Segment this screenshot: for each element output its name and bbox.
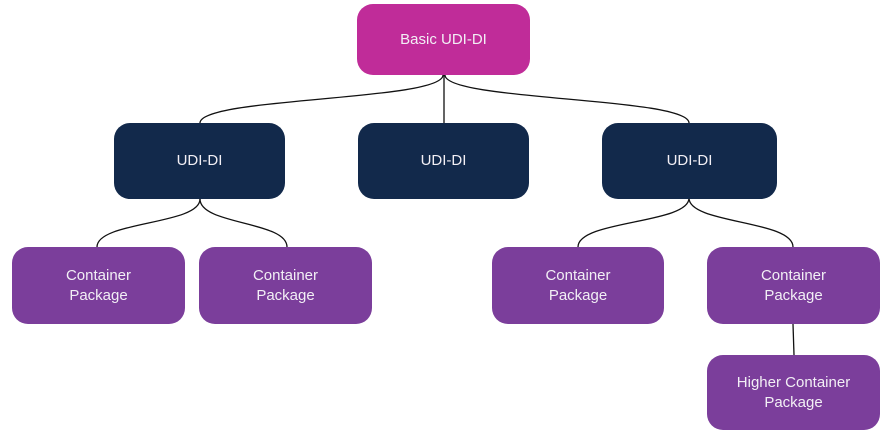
node-udi-di-2-label: UDI-DI — [420, 152, 467, 169]
node-udi-di-3-label: UDI-DI — [666, 152, 713, 169]
node-basic-udi-di-label: Basic UDI-DI — [400, 30, 487, 48]
connector-udi3-to-cp4 — [688, 197, 794, 248]
node-container-package-4: Container Package — [707, 247, 880, 324]
node-container-package-1: Container Package — [12, 247, 185, 324]
node-container-package-4-label: Container Package — [760, 266, 827, 304]
node-higher-container-package-label: Higher Container Package — [736, 373, 851, 411]
node-container-package-2: Container Package — [199, 247, 372, 324]
node-udi-di-2: UDI-DI — [358, 123, 529, 199]
connector-udi3-to-cp3 — [577, 197, 690, 248]
connector-basic-to-udi3 — [444, 74, 690, 124]
node-udi-di-3: UDI-DI — [602, 123, 777, 199]
node-container-package-2-label: Container Package — [252, 266, 319, 304]
node-container-package-3: Container Package — [492, 247, 664, 324]
connector-cp4-to-hcp — [792, 323, 795, 356]
connector-udi1-to-cp1 — [96, 198, 201, 248]
node-higher-container-package: Higher Container Package — [707, 355, 880, 430]
node-basic-udi-di: Basic UDI-DI — [357, 4, 530, 75]
connector-udi1-to-cp2 — [199, 198, 288, 248]
node-container-package-3-label: Container Package — [545, 266, 611, 304]
node-udi-di-1: UDI-DI — [114, 123, 285, 199]
node-container-package-1-label: Container Package — [65, 266, 132, 304]
node-udi-di-1-label: UDI-DI — [176, 152, 223, 169]
connector-basic-to-udi1 — [199, 74, 444, 124]
